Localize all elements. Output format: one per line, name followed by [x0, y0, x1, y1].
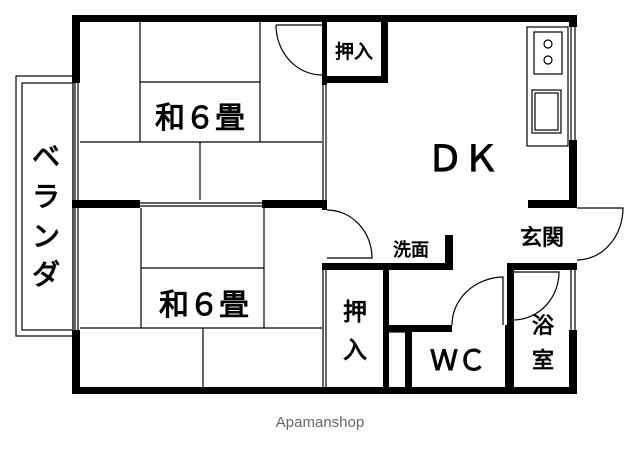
room-label-washitsu-top: 和６畳 [155, 101, 245, 136]
stove-icon [533, 31, 563, 75]
tatami-lines [80, 22, 322, 388]
room-label-closet-bottom-2: 入 [343, 336, 367, 364]
veranda-char: ン [32, 220, 60, 253]
door-swings [275, 24, 624, 326]
veranda-char: ダ [32, 258, 60, 291]
brand-watermark: Apamanshop [275, 414, 365, 431]
room-label-wc: ＷＣ [430, 344, 486, 377]
room-label-bath-1: 浴 [532, 314, 555, 339]
veranda-char: ベ [32, 140, 60, 173]
room-label-bath-2: 室 [532, 348, 554, 374]
room-label-veranda: ベ ラ ン ダ [32, 140, 60, 291]
room-label-entrance: 玄関 [520, 225, 564, 251]
room-label-closet-bottom-1: 押 [343, 298, 367, 326]
veranda-char: ラ [32, 180, 60, 213]
room-label-closet-top: 押入 [335, 40, 373, 63]
walls [72, 15, 577, 394]
windows [74, 27, 576, 387]
room-label-washitsu-bottom: 和６畳 [159, 288, 249, 323]
room-label-washroom: 洗面 [393, 239, 429, 261]
sink-icon [531, 89, 562, 134]
kitchen-counter [526, 26, 569, 147]
room-label-dk: ＤＫ [427, 139, 499, 180]
